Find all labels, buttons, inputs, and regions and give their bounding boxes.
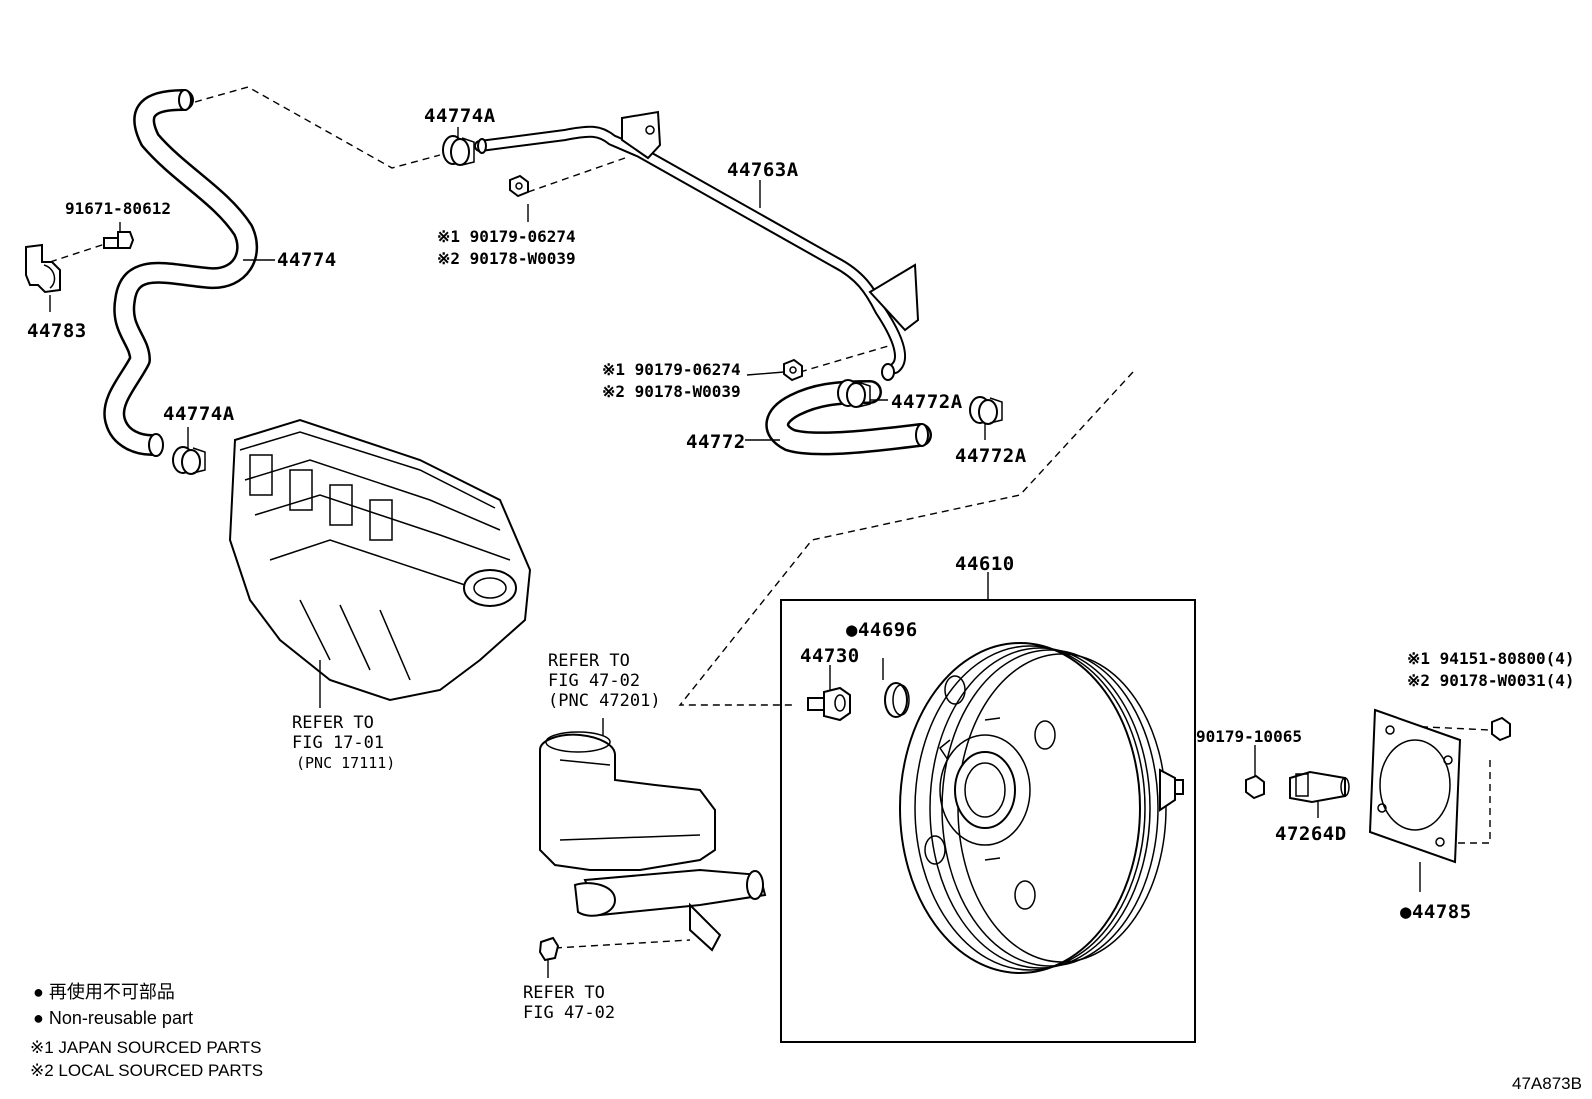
refer-to-cap: REFER TO FIG 47-02 [523, 983, 615, 1023]
check-valve-44730 [807, 686, 851, 722]
reservoir-grommet [538, 936, 560, 962]
refer-to-master: REFER TO FIG 47-02 (PNC 47201) [548, 651, 661, 711]
label-90179-10065: 90179-10065 [1196, 727, 1302, 746]
ref-intake-line2: FIG 17-01 [292, 733, 384, 753]
legend-jp: ● 再使用不可部品 [33, 982, 175, 1002]
clamp-44774A-top [442, 135, 475, 166]
label-91671-80612: 91671-80612 [65, 199, 171, 218]
figure-id: 47A873B [1512, 1074, 1582, 1093]
label-90178-W0031: ※2 90178-W0031(4) [1407, 671, 1575, 690]
label-44774A-top: 44774A [424, 105, 496, 127]
bracket-47264D [1289, 770, 1350, 804]
label-47264D: 47264D [1275, 823, 1347, 845]
nut-90179-10065 [1245, 774, 1265, 800]
clamp-44772A-b [969, 396, 1003, 425]
brake-master-cylinder [539, 731, 767, 952]
nut-90179-06274-top [509, 174, 529, 198]
legend-note2: ※2 LOCAL SOURCED PARTS [30, 1061, 263, 1080]
label-90179-06274-top: ※1 90179-06274 [437, 227, 576, 246]
label-44696: ●44696 [846, 619, 918, 641]
label-90179-06274-mid: ※1 90179-06274 [602, 360, 741, 379]
bracket-44783 [25, 243, 61, 294]
ref-master-line2: FIG 47-02 [548, 671, 640, 691]
label-90178-W0039-top: ※2 90178-W0039 [437, 249, 576, 268]
hose-44774 [103, 89, 259, 457]
label-90178-W0039-mid: ※2 90178-W0039 [602, 382, 741, 401]
label-44610: 44610 [955, 553, 1015, 575]
ref-cap-line1: REFER TO [523, 983, 605, 1003]
ref-cap-line2: FIG 47-02 [523, 1003, 615, 1023]
leader-lines [49, 127, 1421, 978]
label-44772A-b: 44772A [955, 445, 1027, 467]
ref-intake-line3: (PNC 17111) [296, 754, 395, 772]
clamp-44774A-lower [172, 446, 206, 475]
label-44763A: 44763A [727, 159, 799, 181]
grommet-44696 [884, 682, 910, 718]
gasket-44785 [1368, 708, 1462, 864]
ref-master-line1: REFER TO [548, 651, 630, 671]
label-44774A-lower: 44774A [163, 403, 235, 425]
label-94151-80800: ※1 94151-80800(4) [1407, 649, 1575, 668]
intake-manifold [228, 418, 532, 702]
refer-to-intake: REFER TO FIG 17-01 (PNC 17111) [292, 713, 395, 772]
label-44772A-a: 44772A [891, 391, 963, 413]
part-labels: 44774A 44763A 91671-80612 44774 44783 ※1… [27, 105, 1575, 923]
bolt-91671-80612 [103, 231, 135, 249]
label-44730: 44730 [800, 645, 860, 667]
hose-44772 [765, 380, 932, 456]
brake-booster-44610 [899, 642, 1184, 974]
pipe-44763A [474, 110, 920, 381]
label-44785: ●44785 [1400, 901, 1472, 923]
ref-master-line3: (PNC 47201) [548, 691, 661, 711]
legend: ● 再使用不可部品 ● Non-reusable part ※1 JAPAN S… [30, 982, 263, 1080]
label-44774: 44774 [277, 249, 337, 271]
ref-intake-line1: REFER TO [292, 713, 374, 733]
label-44783: 44783 [27, 320, 87, 342]
nut-94151-80800 [1491, 716, 1511, 742]
legend-note1: ※1 JAPAN SOURCED PARTS [30, 1038, 262, 1057]
clamp-44772A-a [837, 379, 871, 408]
nut-90179-06274-mid [783, 358, 803, 382]
label-44772: 44772 [686, 431, 746, 453]
legend-en: ● Non-reusable part [33, 1008, 193, 1028]
